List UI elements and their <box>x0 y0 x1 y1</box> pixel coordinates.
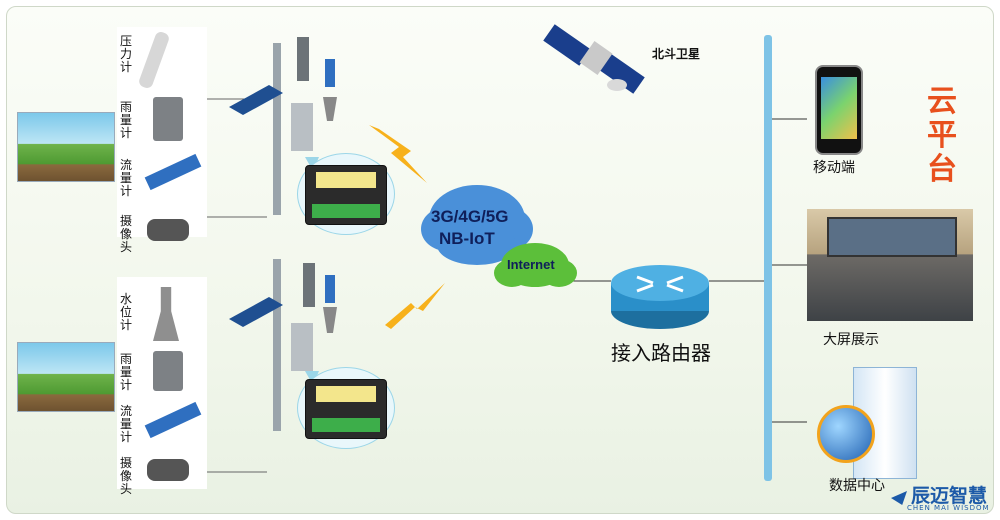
data-logger-2 <box>305 379 387 439</box>
diagram-frame: 压力计 雨量计 流量计 摄像头 水位计 雨量计 流量计 摄像头 3G/4G/5G… <box>6 6 994 514</box>
sensor-label: 摄像头 <box>119 456 132 496</box>
nb-iot-label: NB-IoT <box>439 229 495 248</box>
bigscreen-label: 大屏展示 <box>823 332 879 348</box>
station-1-pole <box>229 37 337 215</box>
rain-gauge-icon <box>153 351 183 391</box>
brand-name: 辰迈智慧 <box>911 485 988 507</box>
sensor-label: 流量计 <box>119 404 132 444</box>
globe-icon <box>817 405 875 463</box>
router-label: 接入路由器 <box>611 341 711 365</box>
water-level-gauge-icon <box>153 287 179 341</box>
mobile-label: 移动端 <box>813 160 855 176</box>
sensor-label: 压力计 <box>119 34 132 74</box>
cloud-platform-title: 云平台 <box>927 84 957 187</box>
cloud-bus <box>764 35 772 481</box>
camera-icon <box>147 219 189 241</box>
datacenter-label: 数据中心 <box>829 478 885 494</box>
sensor-label: 摄像头 <box>119 214 132 254</box>
internet-cloud-icon <box>494 243 577 287</box>
satellite-label: 北斗卫星 <box>652 47 701 61</box>
sensor-label: 水位计 <box>119 292 132 332</box>
flow-meter-icon <box>144 401 202 439</box>
sensor-label: 雨量计 <box>119 352 132 392</box>
brand-english: CHEN MAI WISDOM <box>907 504 990 512</box>
camera-icon <box>147 459 189 481</box>
satellite-icon <box>543 24 645 94</box>
station-2-sensors: 水位计 雨量计 流量计 摄像头 <box>117 277 207 496</box>
control-room-image <box>807 209 973 321</box>
rain-gauge-icon <box>153 97 183 141</box>
internet-label: Internet <box>507 257 555 272</box>
landscape-scene-2 <box>17 342 115 412</box>
lightning-icon-1 <box>369 125 427 183</box>
flow-meter-icon <box>144 153 202 191</box>
mobile-phone-icon <box>815 65 863 155</box>
network-cloud-icon <box>421 185 533 265</box>
router-icon <box>611 265 709 329</box>
lightning-icon-2 <box>385 283 445 329</box>
sensor-label: 雨量计 <box>119 100 132 140</box>
station-1-sensors: 压力计 雨量计 流量计 摄像头 <box>117 27 207 254</box>
pressure-gauge-icon <box>137 30 171 90</box>
network-type-label: 3G/4G/5G <box>431 207 509 226</box>
station-2-pole <box>229 259 337 431</box>
connection-lines <box>177 24 807 481</box>
sensor-label: 流量计 <box>119 158 132 198</box>
landscape-scene-1 <box>17 112 115 182</box>
data-logger-1 <box>305 165 387 225</box>
